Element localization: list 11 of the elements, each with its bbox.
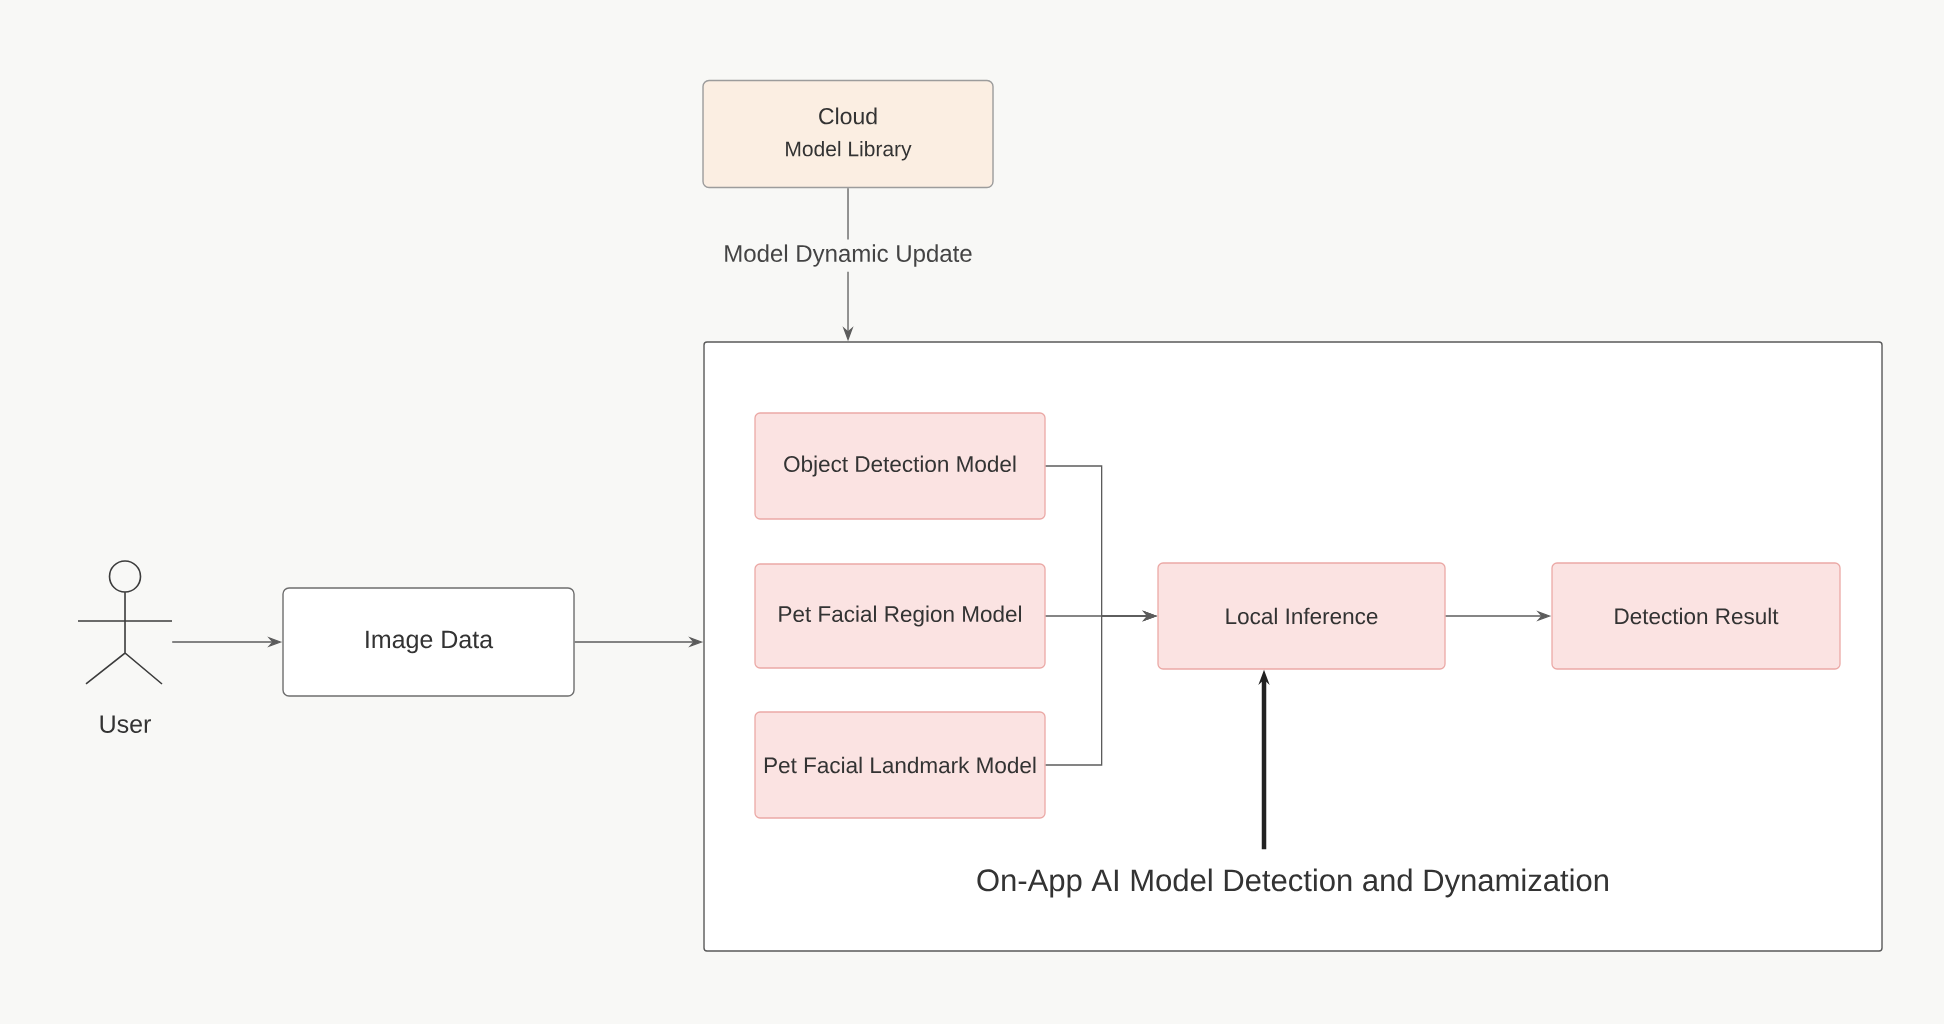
caption-text: On-App AI Model Detection and Dynamization: [977, 868, 1608, 898]
process-box: Pet Facial Region Model: [754, 563, 1046, 669]
process-box: Pet Facial Landmark Model: [754, 711, 1046, 819]
node-caption: User: [100, 715, 151, 733]
process-box: Image Data: [282, 587, 575, 697]
process-box: Detection Result: [1551, 562, 1841, 670]
process-box: Cloud Model Library: [702, 79, 994, 189]
process-box: Local Inference: [1157, 562, 1446, 670]
person-icon: [77, 560, 173, 685]
edge-label: Model Dynamic Update: [718, 239, 978, 272]
process-box: Object Detection Model: [754, 412, 1046, 520]
